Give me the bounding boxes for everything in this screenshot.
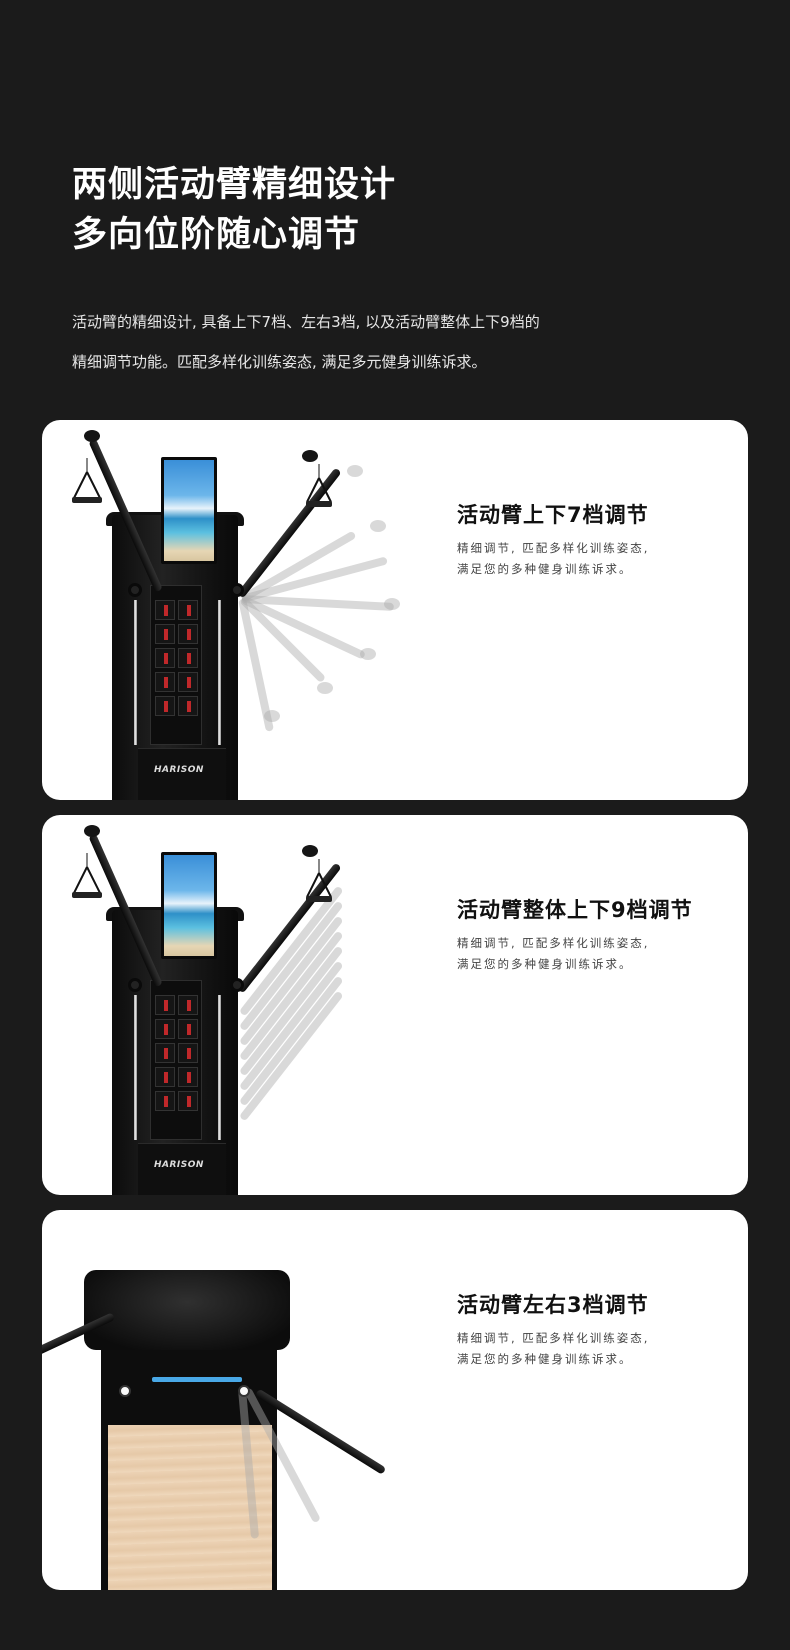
brand-logo: HARISON	[154, 765, 204, 775]
feature-subtitle: 精细调节, 匹配多样化训练姿态, 满足您的多种健身训练诉求。	[457, 1328, 649, 1370]
exercise-chart-panel	[150, 585, 202, 745]
feature-subtitle-line-2: 满足您的多种健身训练诉求。	[457, 1352, 633, 1366]
feature-title: 活动臂左右3档调节	[457, 1293, 649, 1317]
display-screen	[161, 852, 217, 959]
indicator-light	[152, 1377, 242, 1382]
handle-icon	[306, 464, 332, 507]
machine-top-cover	[84, 1270, 290, 1350]
handle-icon	[306, 859, 332, 902]
feature-card-arm-3-positions: 活动臂左右3档调节 精细调节, 匹配多样化训练姿态, 满足您的多种健身训练诉求。	[42, 1210, 748, 1590]
feature-subtitle: 精细调节, 匹配多样化训练姿态, 满足您的多种健身训练诉求。	[457, 933, 693, 975]
feature-title: 活动臂整体上下9档调节	[457, 898, 693, 922]
feature-subtitle-line-2: 满足您的多种健身训练诉求。	[457, 562, 633, 576]
feature-text: 活动臂上下7档调节 精细调节, 匹配多样化训练姿态, 满足您的多种健身训练诉求。	[457, 500, 649, 580]
handle-icon	[72, 458, 102, 503]
wood-floor	[108, 1425, 272, 1590]
feature-subtitle: 精细调节, 匹配多样化训练姿态, 满足您的多种健身训练诉求。	[457, 538, 649, 580]
hero-description-line-2: 精细调节功能。匹配多样化训练姿态, 满足多元健身训练诉求。	[72, 353, 487, 371]
brand-logo: HARISON	[154, 1160, 204, 1170]
hero-title-line-1: 两侧活动臂精细设计	[72, 165, 397, 205]
feature-card-arm-9-heights: HARISON 活动臂整体上下9档调节 精细调节, 匹配多样化训练姿态, 满足您…	[42, 815, 748, 1195]
product-image-front-view-7-positions: HARISON	[42, 420, 442, 800]
feature-subtitle-line-2: 满足您的多种健身训练诉求。	[457, 957, 633, 971]
feature-subtitle-line-1: 精细调节, 匹配多样化训练姿态,	[457, 541, 650, 555]
hero-title-line-2: 多向位阶随心调节	[72, 215, 361, 255]
feature-subtitle-line-1: 精细调节, 匹配多样化训练姿态,	[457, 1331, 650, 1345]
feature-card-arm-7-positions: HARISON 活动臂上下7档调节 精细调节, 匹配多样化训练姿态, 满足您的多…	[42, 420, 748, 800]
product-image-front-view-9-heights: HARISON	[42, 815, 442, 1195]
hero-description: 活动臂的精细设计, 具备上下7档、左右3档, 以及活动臂整体上下9档的 精细调节…	[72, 302, 712, 382]
feature-subtitle-line-1: 精细调节, 匹配多样化训练姿态,	[457, 936, 650, 950]
handle-icon	[72, 853, 102, 898]
hero-description-line-1: 活动臂的精细设计, 具备上下7档、左右3档, 以及活动臂整体上下9档的	[72, 313, 540, 331]
feature-title: 活动臂上下7档调节	[457, 503, 649, 527]
exercise-chart-panel	[150, 980, 202, 1140]
feature-text: 活动臂整体上下9档调节 精细调节, 匹配多样化训练姿态, 满足您的多种健身训练诉…	[457, 895, 693, 975]
product-image-top-view-3-positions	[42, 1210, 442, 1590]
hero-title: 两侧活动臂精细设计 多向位阶随心调节	[72, 160, 396, 260]
feature-text: 活动臂左右3档调节 精细调节, 匹配多样化训练姿态, 满足您的多种健身训练诉求。	[457, 1290, 649, 1370]
display-screen	[161, 457, 217, 564]
